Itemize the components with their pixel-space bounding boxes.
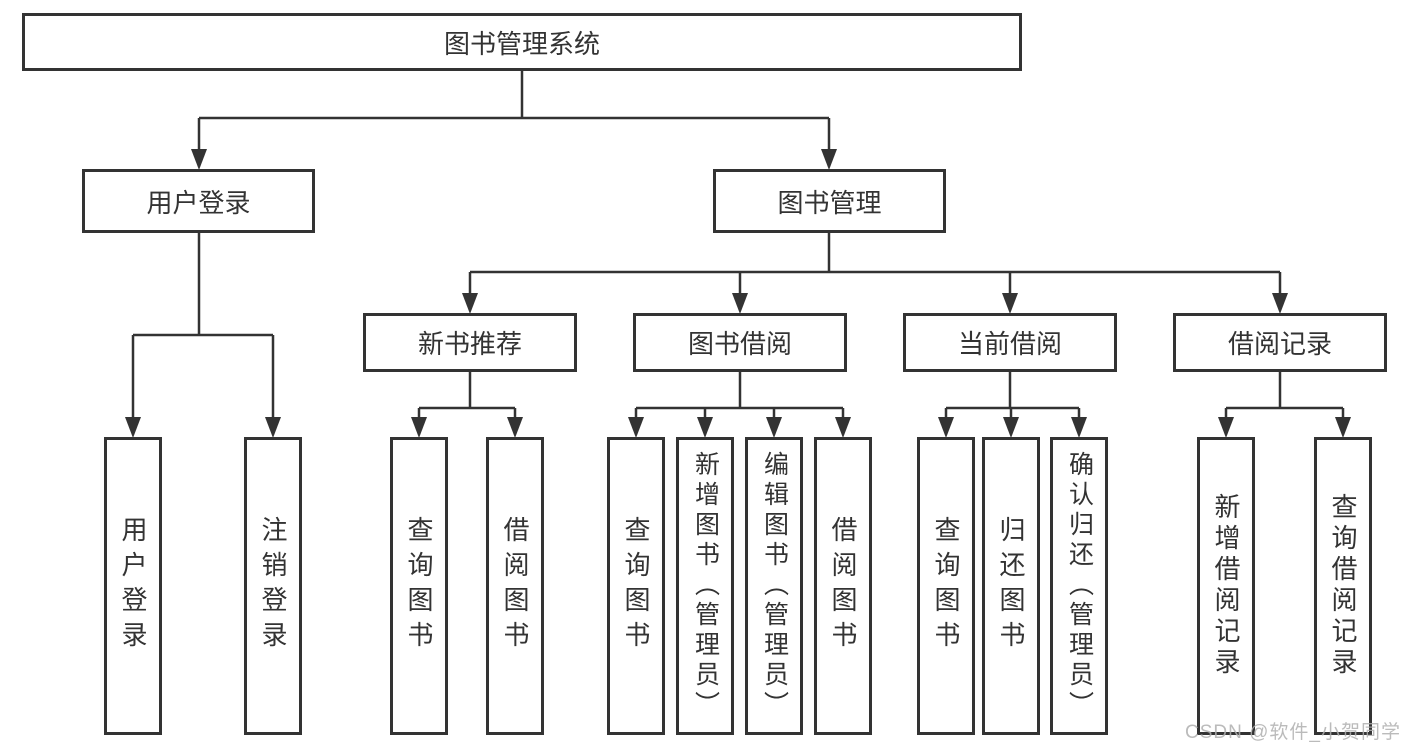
leaf-confirm-return-admin: 确认归还（管理员） [1050, 437, 1108, 735]
node-book-borrow: 图书借阅 [633, 313, 847, 372]
leaf-query-book-current: 查询图书 [917, 437, 975, 735]
leaf-query-borrow-record: 查询借阅记录 [1314, 437, 1372, 735]
connector-new-book-children [417, 372, 517, 419]
node-new-book-recommend: 新书推荐 [363, 313, 577, 372]
leaf-label: 借阅图书 [828, 516, 858, 656]
node-label: 借阅记录 [1227, 329, 1332, 359]
connector-book-management-level3 [468, 233, 1282, 295]
connector-user-login-children [131, 233, 275, 419]
arrowhead-book-management [821, 149, 837, 170]
node-book-management: 图书管理 [713, 169, 946, 233]
leaf-label: 查询图书 [621, 516, 651, 656]
leaf-label: 用户登录 [118, 516, 148, 656]
leaf-label: 查询借阅记录 [1328, 493, 1358, 679]
leaf-label: 查询图书 [931, 516, 961, 656]
csdn-watermark: CSDN @软件_小贺同学 [1185, 722, 1401, 743]
leaf-label: 编辑图书（管理员） [760, 451, 789, 721]
node-user-login: 用户登录 [82, 169, 315, 233]
leaf-add-book-admin: 新增图书（管理员） [676, 437, 734, 735]
node-borrow-records: 借阅记录 [1173, 313, 1387, 372]
leaf-borrow-book: 借阅图书 [814, 437, 872, 735]
leaf-label: 新增图书（管理员） [691, 451, 720, 721]
leaf-label: 借阅图书 [500, 516, 530, 656]
leaf-add-borrow-record: 新增借阅记录 [1197, 437, 1255, 735]
leaf-label: 注销登录 [258, 516, 288, 656]
connector-book-borrow-children [634, 372, 845, 419]
leaf-return-book: 归还图书 [982, 437, 1040, 735]
leaf-label: 查询图书 [404, 516, 434, 656]
node-label: 图书借阅 [687, 329, 792, 359]
leaf-query-book-borrow: 查询图书 [607, 437, 665, 735]
leaf-label: 确认归还（管理员） [1065, 451, 1094, 721]
leaf-user-login: 用户登录 [104, 437, 162, 735]
node-label: 新书推荐 [417, 329, 522, 359]
leaf-label: 归还图书 [996, 516, 1026, 656]
arrowhead-user-login [191, 149, 207, 170]
leaf-edit-book-admin: 编辑图书（管理员） [745, 437, 803, 735]
leaf-logout: 注销登录 [244, 437, 302, 735]
connector-borrow-records-children [1224, 372, 1345, 419]
leaf-borrow-book-recommend: 借阅图书 [486, 437, 544, 735]
node-current-borrow: 当前借阅 [903, 313, 1117, 372]
node-label: 图书管理 [777, 187, 882, 218]
node-label: 当前借阅 [957, 329, 1062, 359]
node-library-management-system: 图书管理系统 [22, 13, 1022, 71]
node-label: 图书管理系统 [443, 28, 600, 59]
connector-root-to-level2 [197, 71, 831, 151]
node-label: 用户登录 [146, 187, 251, 218]
leaf-label: 新增借阅记录 [1211, 493, 1241, 679]
connector-current-borrow-children [944, 372, 1081, 419]
leaf-query-book-recommend: 查询图书 [390, 437, 448, 735]
